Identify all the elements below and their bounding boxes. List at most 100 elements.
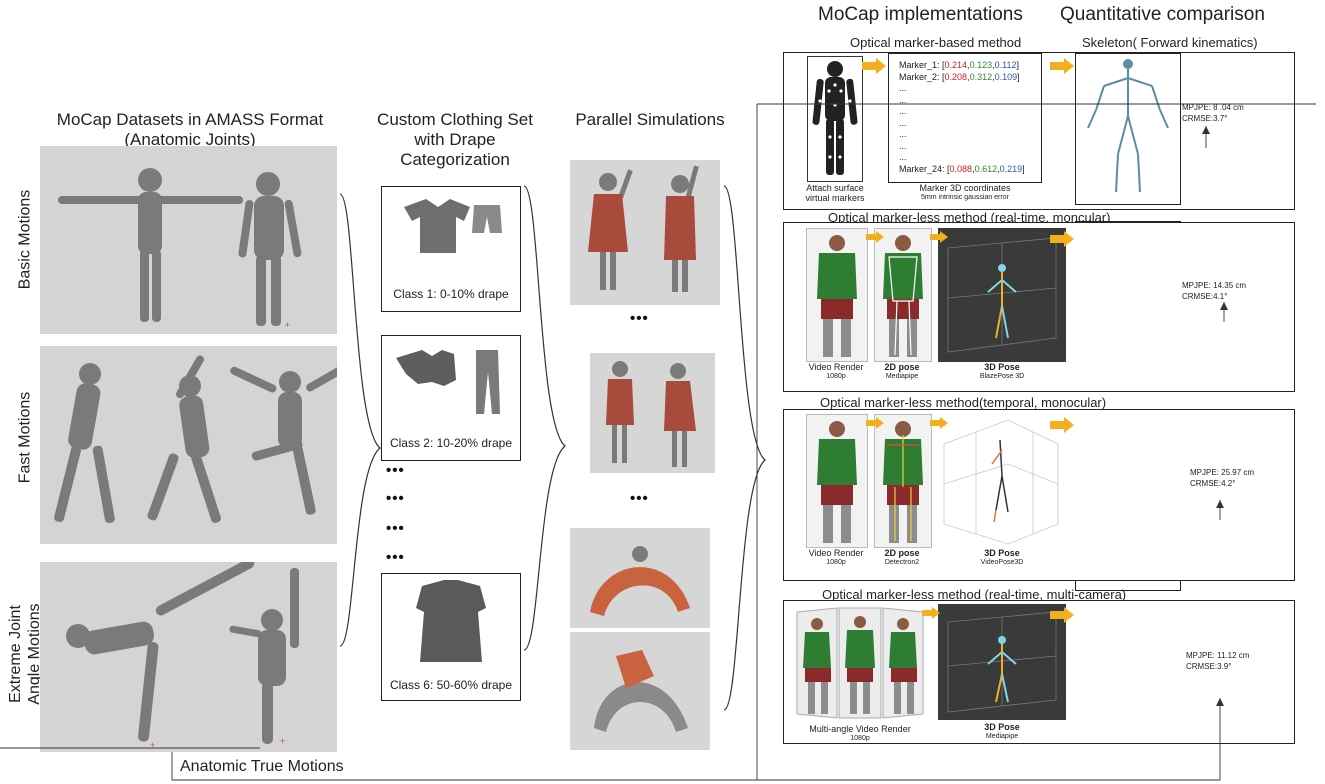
marker-dots-5: ... <box>899 129 907 139</box>
fast-motion-panel <box>40 346 342 544</box>
method-2-pose2d-frame <box>874 228 932 362</box>
marker-dots-4: ... <box>899 117 907 128</box>
method-2-title: Optical marker-less method (real-time, m… <box>828 210 1111 225</box>
method-2-pose3d-frame <box>938 228 1066 362</box>
simulation-class-2 <box>590 353 715 473</box>
svg-text:+: + <box>280 736 285 746</box>
method-2-video-frame <box>806 228 868 362</box>
marker-row-24: Marker_24: [0.088,0.612,0.219] <box>899 163 1025 174</box>
arrow-1a <box>862 58 886 74</box>
sim-ellipsis-1: ••• <box>630 310 649 327</box>
method-4-pose3d-plot <box>947 611 1057 713</box>
method-3-video-person <box>817 421 857 543</box>
skeleton-box-1 <box>1075 53 1181 205</box>
simulation-class-2-figures <box>606 361 696 467</box>
method-3-pose2d-person <box>883 421 923 543</box>
method-3-title: Optical marker-less method(temporal, mon… <box>820 395 1107 410</box>
ellipsis-1: ••• <box>386 462 405 479</box>
marker-coordinates-box: Marker_1: [0.214,0.123,0.112] Marker_2: … <box>888 53 1042 183</box>
anatomic-true-motions-label: Anatomic True Motions <box>180 758 344 775</box>
arrow-4a <box>922 607 940 619</box>
ellipsis-4: ••• <box>386 549 405 566</box>
arrow-3a <box>866 417 884 429</box>
clothing-class-1-garments <box>404 199 502 253</box>
basic-motion-panel: + + <box>40 146 337 334</box>
method-2-metrics: MPJPE: 14.35 cm CRMSE:4.1° <box>1182 281 1247 301</box>
arrow-4b <box>1050 607 1074 623</box>
method-2-caption-2d: 2D pose Mediapipe <box>884 362 920 380</box>
simulation-class-1-figures <box>588 165 699 292</box>
marker-dots-3: ... <box>899 106 907 116</box>
clothing-class-6: Class 6: 50-60% drape <box>381 573 521 701</box>
extreme-motion-panel: + + <box>40 558 337 752</box>
datasets-header: MoCap Datasets in AMASS Format (Anatomic… <box>56 110 324 149</box>
simulations-header: Parallel Simulations <box>575 110 725 129</box>
basic-motion-figures: + + <box>58 168 302 330</box>
marker-dots-1: ... <box>899 83 907 93</box>
brace-clothing-to-sim <box>523 185 566 651</box>
method-3-pose2d-frame <box>874 414 932 548</box>
clothing-class-2-label: Class 2: 10-20% drape <box>389 436 513 450</box>
arrow-3c <box>1050 417 1074 433</box>
mocap-header: MoCap implementations <box>818 4 1023 25</box>
method-1-caption-1: Attach surface virtual markers <box>805 183 865 203</box>
simulation-class-6-a <box>570 528 710 628</box>
svg-text:+: + <box>140 315 145 325</box>
method-2-pose2d-person <box>883 235 923 357</box>
clothing-class-2-garments <box>396 350 500 414</box>
svg-text:+: + <box>285 320 290 330</box>
method-2-video-person <box>817 235 857 357</box>
method-3-pose3d-plot <box>943 419 1059 545</box>
method-3-caption-3d: 3D Pose VideoPose3D <box>980 548 1024 566</box>
method-3-caption-2d: 2D pose Detectron2 <box>884 548 920 566</box>
fast-motion-figures <box>54 355 342 524</box>
marker-list: Marker_1: [0.214,0.123,0.112] Marker_2: … <box>899 60 1025 175</box>
method-1-title: Optical marker-based method <box>850 35 1022 50</box>
clothing-class-6-garments <box>416 580 486 662</box>
arrow-3b <box>930 417 948 429</box>
method-2-caption-3d: 3D Pose BlazePose 3D <box>979 362 1025 380</box>
marker-dots-2: ... <box>899 94 907 105</box>
method-2-pose3d-plot <box>947 237 1057 353</box>
arrow-2c <box>1050 231 1074 247</box>
marker-row-2: Marker_2: [0.208,0.312,0.109] <box>899 71 1020 82</box>
arrow-2a <box>866 231 884 243</box>
method-3-metrics: MPJPE: 25.97 cm CRMSE:4.2° <box>1190 468 1255 488</box>
marker-body-frame <box>807 56 863 182</box>
method-3-pose3d-frame <box>938 414 1066 548</box>
method-2-caption-video: Video Render 1080p <box>808 362 864 380</box>
ellipsis-2: ••• <box>386 490 405 507</box>
method-4-multi-camera-people <box>796 607 924 719</box>
simulation-class-1 <box>570 160 720 305</box>
method-4-pose3d-frame <box>938 604 1066 720</box>
arrow-2b <box>930 231 948 243</box>
sim-ellipsis-2: ••• <box>630 490 649 507</box>
method-3-caption-video: Video Render 1080p <box>808 548 864 566</box>
method-1-metrics: MPJPE: 8 .04 cm CRMSE:3.7° <box>1182 103 1244 123</box>
marker-body-silhouette <box>812 61 858 175</box>
comparison-header: Quantitative comparison <box>1060 4 1265 25</box>
simulation-class-6-b-figure <box>594 650 688 732</box>
method-4-title: Optical marker-less method (real-time, m… <box>822 587 1127 602</box>
clothing-class-1: Class 1: 0-10% drape <box>381 186 521 312</box>
method-3-video-frame <box>806 414 868 548</box>
svg-text:+: + <box>150 740 155 750</box>
brace-sim-to-mocap <box>723 185 766 711</box>
skeleton-title: Skeleton( Forward kinematics) <box>1082 35 1258 50</box>
extreme-motion-figures: + + <box>66 558 299 750</box>
clothing-header: Custom Clothing Set with Drape Categoriz… <box>377 110 533 169</box>
method-4-multi-camera-frames <box>795 606 925 722</box>
simulation-class-6-a-figure <box>590 546 690 616</box>
method-4-caption-video: Multi-angle Video Render 1080p <box>809 724 911 742</box>
ellipsis-3: ••• <box>386 520 405 537</box>
brace-datasets-to-clothing <box>339 193 381 647</box>
method-4-metrics: MPJPE: 11.12 cm CRMSE:3.9° <box>1186 651 1250 671</box>
marker-dots-7: ... <box>899 152 907 162</box>
simulation-class-6-b <box>570 632 710 750</box>
marker-dots-6: ... <box>899 140 907 151</box>
clothing-class-1-label: Class 1: 0-10% drape <box>393 287 509 301</box>
method-4-caption-3d: 3D Pose Mediapipe <box>984 722 1020 740</box>
clothing-class-6-label: Class 6: 50-60% drape <box>389 678 513 692</box>
arrow-1b <box>1050 58 1074 74</box>
